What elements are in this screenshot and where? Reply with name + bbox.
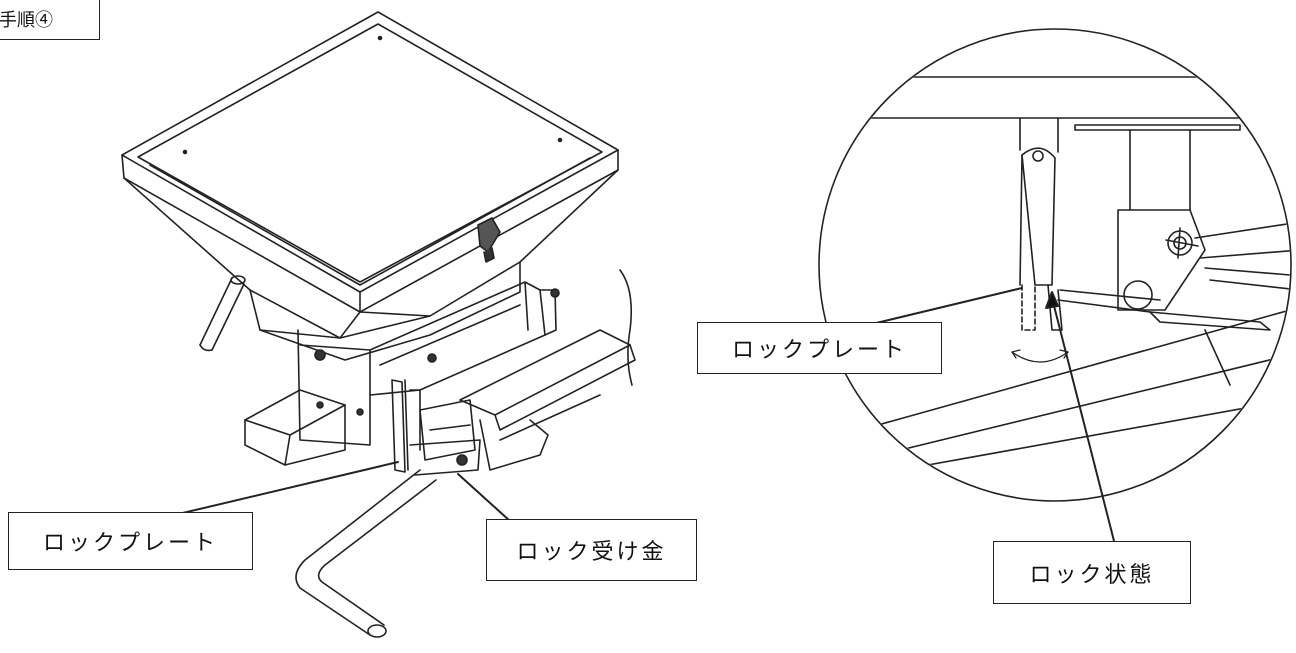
spreader-illustration [121,11,636,638]
hopper-latch [477,217,501,253]
leader-lockcatch [457,473,511,522]
hopper-body [123,177,361,339]
lock-plate-label-right: ロックプレート [697,322,942,374]
lock-plate-arm [1021,147,1056,286]
detail-circle [818,28,1292,502]
motor-box [244,389,346,466]
frame [297,329,371,446]
lock-catch-part [419,399,476,461]
hopper-lid [121,11,619,293]
hitch-arm [459,329,631,416]
lock-plate-label-left: ロックプレート [8,512,253,570]
lock-catch-label: ロック受け金 [486,519,697,581]
drawbar [295,469,421,636]
left-handle [199,277,245,351]
leader-lockstate [1051,297,1115,542]
lock-plate-left-part [391,379,406,473]
leader-lockplate-right [867,287,1023,326]
detail-view [818,28,1292,502]
arrowhead-lockstate [1045,291,1059,309]
leader-lines [169,287,1115,542]
bracket [1117,209,1206,311]
swing-arrow [1011,351,1069,363]
step-label: 手順④ [0,0,100,40]
leader-lockplate-left [169,461,399,517]
lock-state-label: ロック状態 [993,541,1191,604]
